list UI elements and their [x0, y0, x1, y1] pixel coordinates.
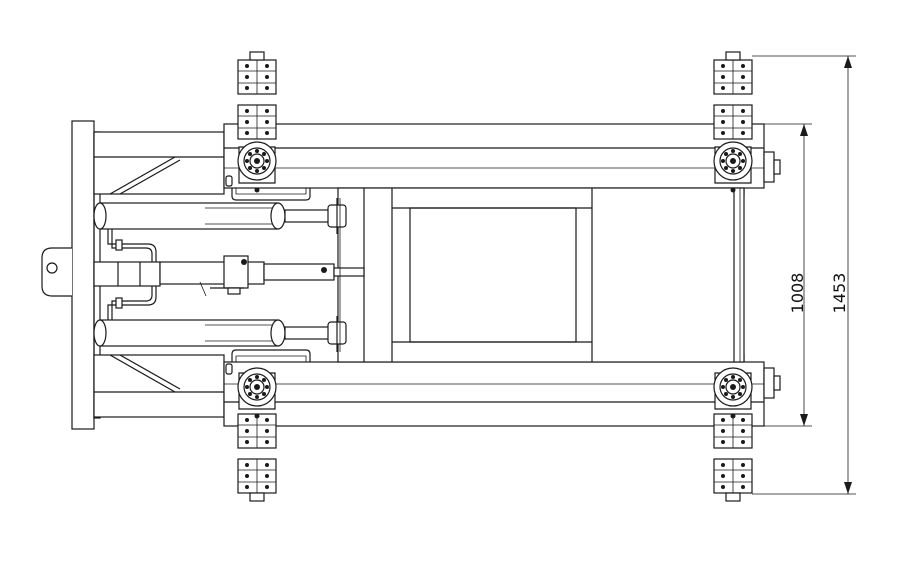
right-brackets — [225, 151, 781, 399]
pump-linkage — [93, 198, 365, 352]
lifting-eye — [41, 247, 72, 297]
dimension-inner — [764, 123, 812, 427]
dimension-label-outer: 1453 — [830, 273, 849, 314]
upper-frame-arm — [93, 123, 765, 195]
lower-frame-arm — [93, 354, 765, 427]
central-platform — [337, 187, 745, 363]
dimension-outer — [752, 55, 856, 495]
foot-pads — [237, 51, 753, 502]
upper-hydraulic-cylinder — [93, 198, 347, 234]
hydraulic-hoses — [107, 229, 157, 320]
dimension-label-inner: 1008 — [788, 273, 807, 314]
lower-hydraulic-cylinder — [93, 316, 347, 352]
